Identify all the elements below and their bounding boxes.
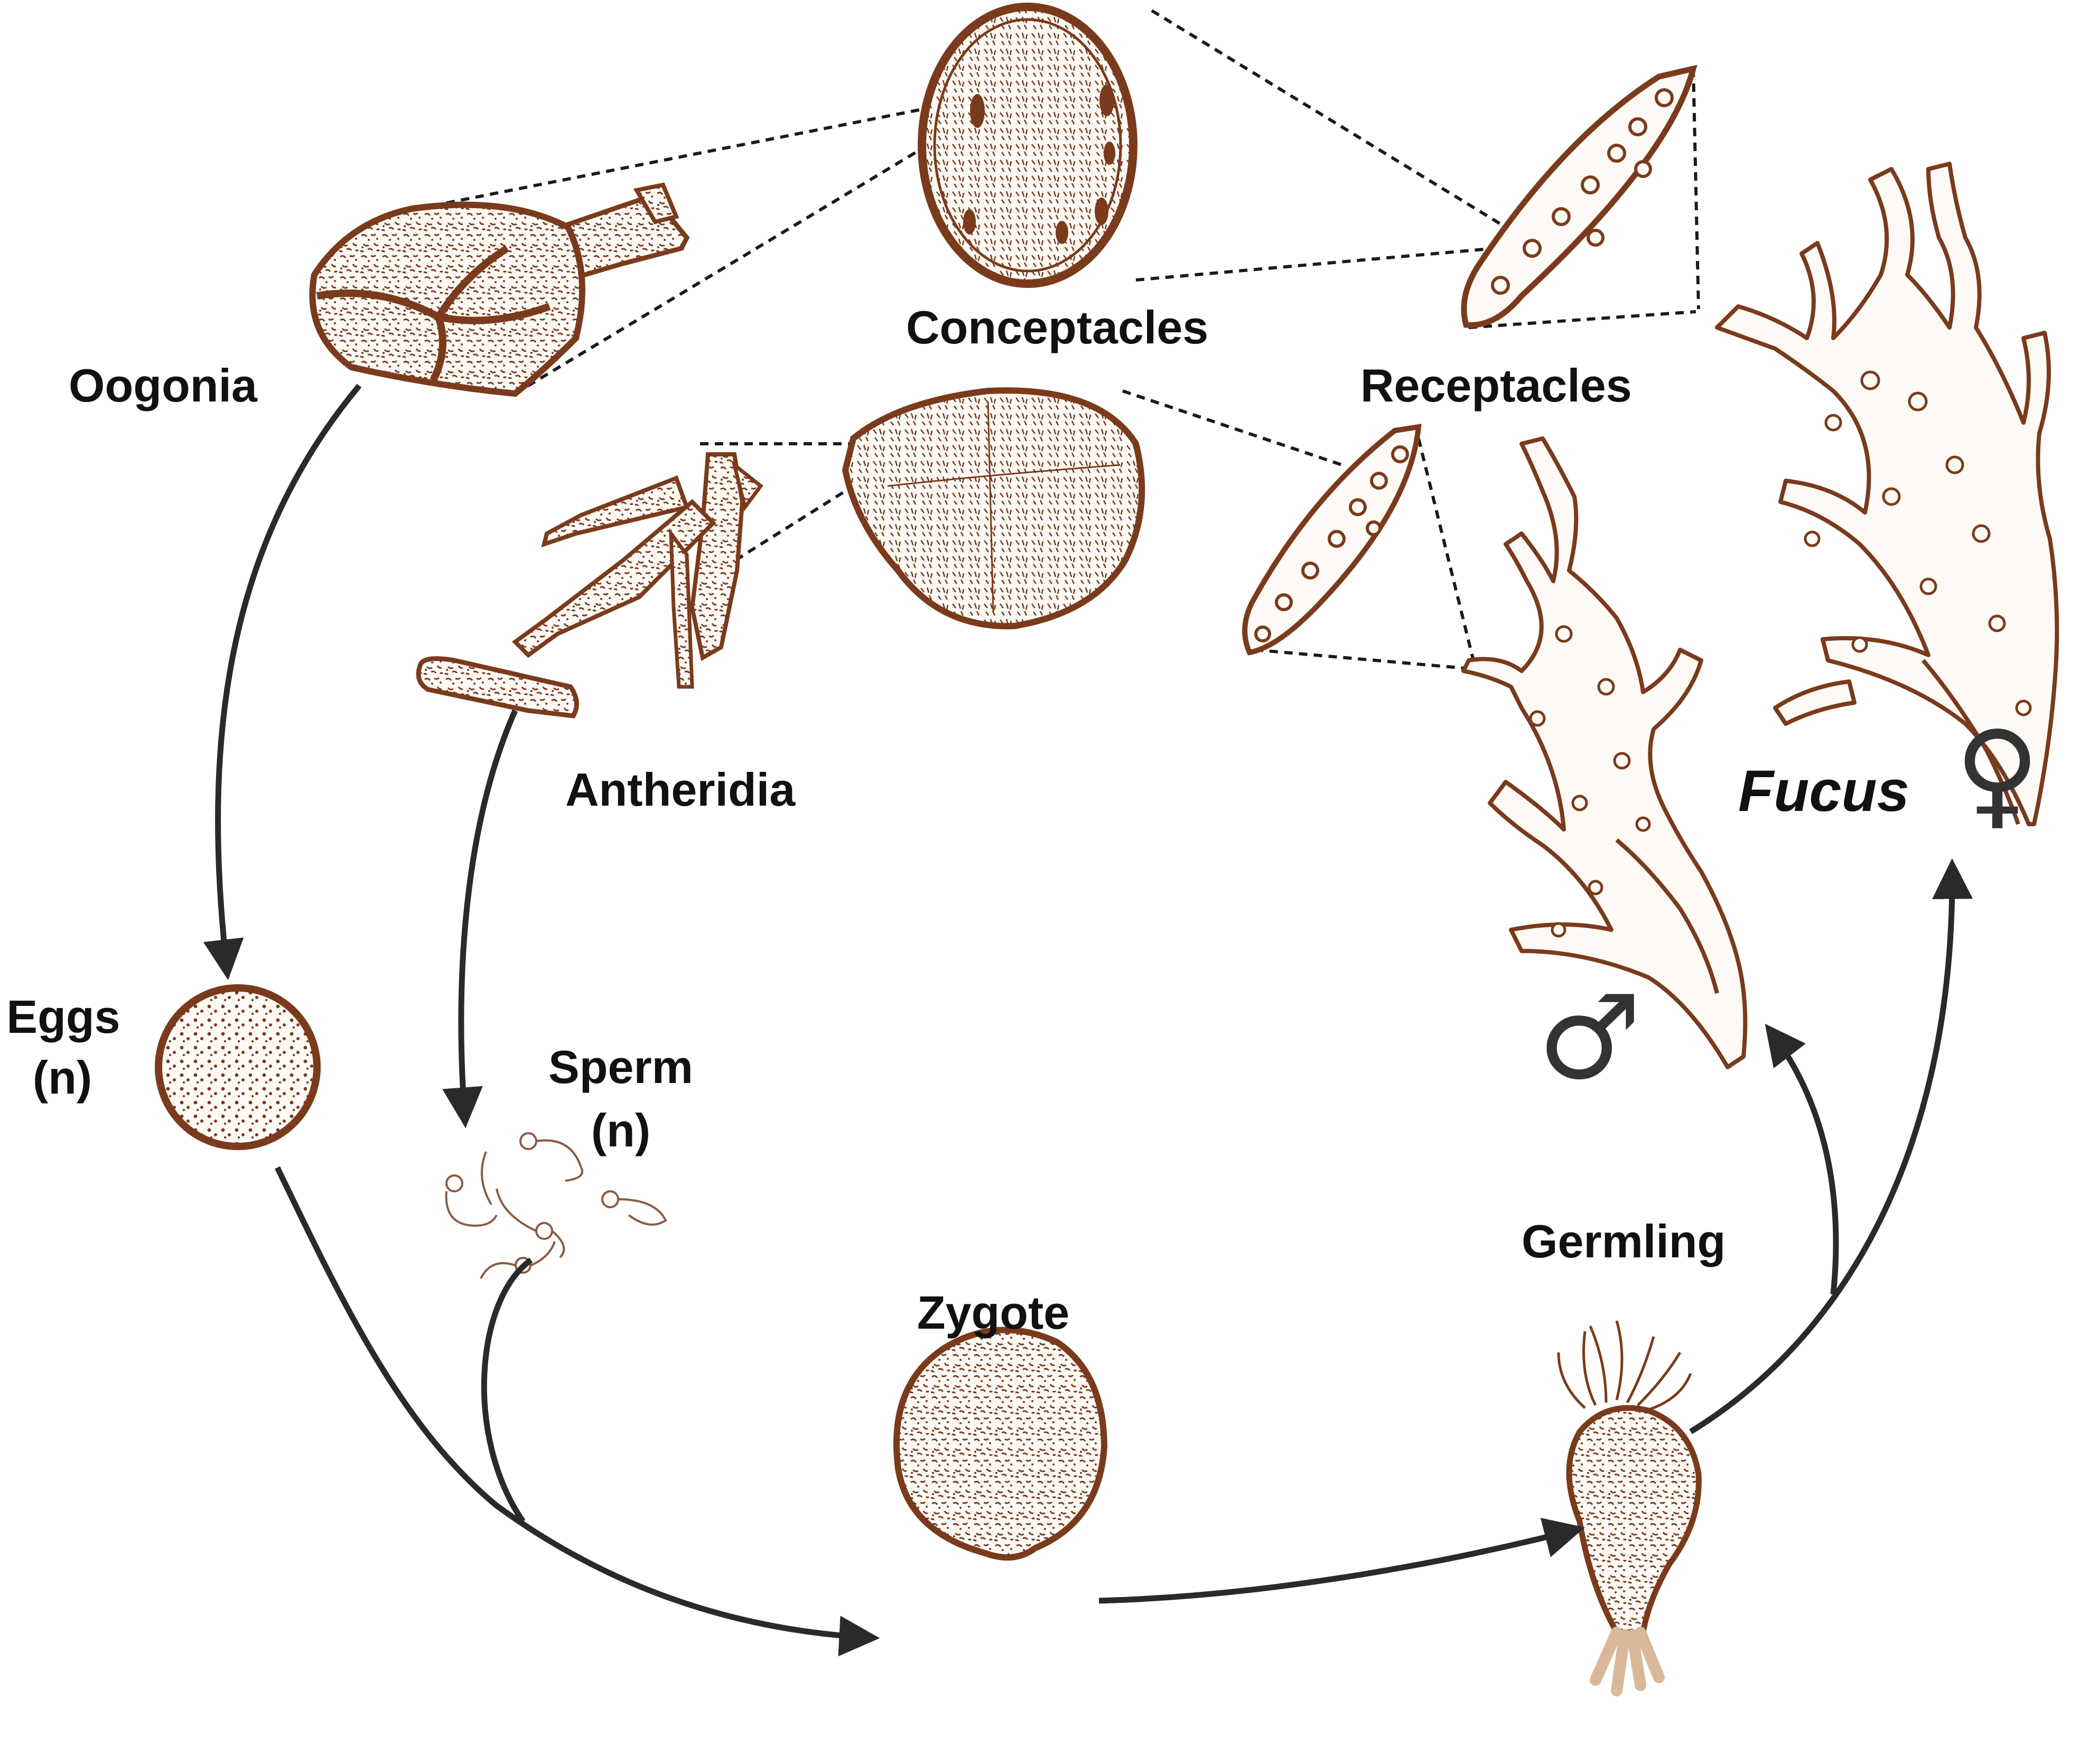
- male-symbol: ♂: [1537, 970, 1641, 1105]
- antheridium-illustration: [416, 656, 579, 718]
- label-fucus: Fucus: [1738, 759, 1909, 824]
- female-symbol: ♀: [1955, 706, 2040, 841]
- label-oogonia: Oogonia: [69, 359, 258, 412]
- oogonium-illustration: [309, 182, 690, 397]
- sperm-illustration: [445, 1132, 667, 1279]
- arrow-germling-to-fucus: [1689, 858, 1973, 1434]
- label-eggs-ploidy: (n): [33, 1051, 92, 1104]
- label-sperm-ploidy: (n): [591, 1104, 650, 1156]
- cycle-arrows: [203, 384, 1973, 1657]
- label-antheridia: Antheridia: [565, 763, 796, 816]
- arrow-eggs-to-zygote: [275, 1166, 880, 1657]
- arrow-zygote-to-germling: [1098, 1517, 1585, 1604]
- label-sperm: Sperm: [548, 1041, 693, 1093]
- arrow-oogonia-to-eggs: [203, 384, 362, 981]
- label-zygote: Zygote: [917, 1286, 1069, 1339]
- egg-illustration: [155, 984, 321, 1150]
- label-receptacles: Receptacles: [1360, 359, 1632, 412]
- female-fucus-thallus-illustration: [1715, 162, 2059, 826]
- germling-illustration: [1557, 1320, 1702, 1696]
- arrow-antheridia-to-sperm: [442, 709, 518, 1128]
- arrow-sperm-to-zygote: [481, 1257, 533, 1524]
- male-receptacle-illustration: [1242, 424, 1422, 656]
- label-conceptacles: Conceptacles: [906, 301, 1208, 353]
- male-conceptacle-illustration: [842, 387, 1145, 630]
- label-eggs: Eggs: [6, 991, 120, 1043]
- arrow-germling-to-male-fucus: [1765, 1023, 1839, 1295]
- label-germling: Germling: [1522, 1215, 1725, 1267]
- male-fucus-thallus-illustration: [1461, 436, 1748, 1069]
- female-conceptacle-illustration: [918, 3, 1137, 288]
- zygote-illustration: [893, 1327, 1108, 1561]
- antheridium-cluster-illustration: [511, 452, 763, 689]
- female-receptacle-illustration: [1461, 64, 1697, 328]
